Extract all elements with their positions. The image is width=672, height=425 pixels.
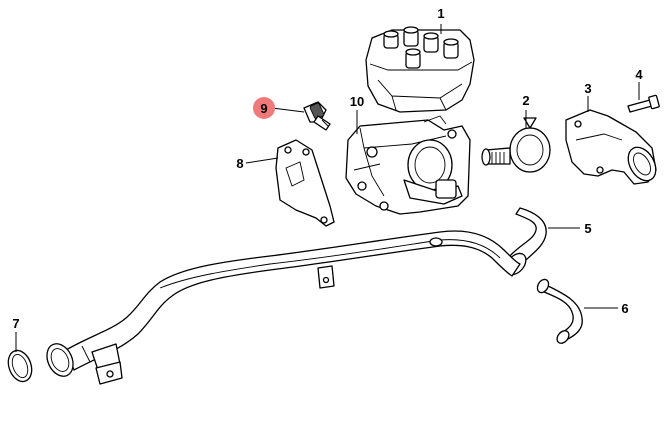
callout-4[interactable]: 4 <box>635 67 643 82</box>
callout-3[interactable]: 3 <box>584 81 591 96</box>
bolt-part[interactable] <box>627 94 660 113</box>
seal-ring-part[interactable] <box>4 347 36 385</box>
distributor-cap-part[interactable] <box>365 26 475 113</box>
coolant-hose-lower-part[interactable] <box>535 277 583 345</box>
callout-labels: 1 2 3 4 5 6 7 8 9 10 <box>12 6 643 331</box>
callout-6[interactable]: 6 <box>621 301 628 316</box>
temperature-sensor-part[interactable] <box>303 101 331 131</box>
water-outlet-elbow-part[interactable] <box>565 109 661 186</box>
callout-5[interactable]: 5 <box>584 221 591 236</box>
water-outlet-housing-part[interactable] <box>345 115 471 215</box>
callout-2[interactable]: 2 <box>522 93 529 108</box>
leader-lines <box>15 24 640 352</box>
coolant-pipe-part[interactable] <box>42 230 521 385</box>
callout-9-highlight <box>253 97 275 119</box>
callout-1[interactable]: 1 <box>437 6 444 21</box>
gasket-part[interactable] <box>275 139 335 227</box>
callout-7[interactable]: 7 <box>12 316 19 331</box>
callout-10[interactable]: 10 <box>350 94 364 109</box>
thermostat-part[interactable] <box>481 117 551 173</box>
callout-9[interactable]: 9 <box>260 101 267 116</box>
callout-8[interactable]: 8 <box>236 156 243 171</box>
